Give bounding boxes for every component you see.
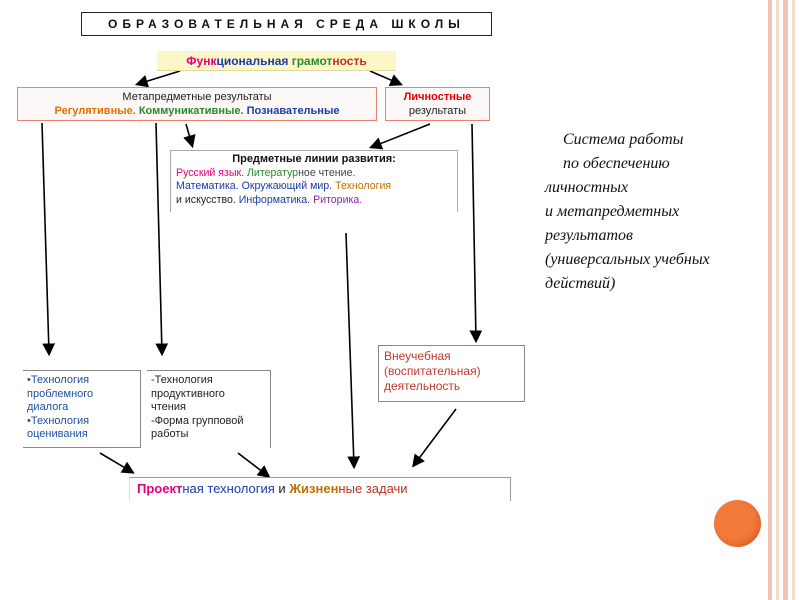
side-line: личностных: [545, 179, 629, 196]
extra-line: (воспитательная): [384, 364, 481, 378]
decor-stripe: [776, 0, 779, 600]
side-line: и метапредметных: [545, 203, 680, 220]
subject-line: Русский язык. Литературное чтение.: [176, 167, 452, 181]
tech-line: чтения: [151, 401, 186, 413]
arrow: [469, 123, 483, 344]
subject-part: ное чтение.: [298, 166, 356, 179]
decor-stripe: [768, 0, 772, 600]
side-line: (универсальных учебных: [545, 251, 710, 268]
side-line: действий): [545, 275, 616, 292]
subject-part: Технология: [335, 180, 392, 192]
functional-part: циональная: [216, 54, 292, 68]
subject-part: и искусство.: [176, 193, 239, 206]
arrow: [99, 452, 135, 474]
cognitive-label: Познавательные: [246, 105, 340, 117]
arrow: [369, 123, 431, 150]
meta-results-box: Метапредметные результаты Регулятивные. …: [17, 87, 377, 121]
personal-results-title: Личностные: [403, 91, 472, 103]
project-part: Проект: [137, 481, 183, 496]
arrow: [369, 70, 403, 87]
subject-part: Окружающий мир.: [241, 180, 336, 192]
page-title: ОБРАЗОВАТЕЛЬНАЯ СРЕДА ШКОЛЫ: [81, 12, 492, 36]
side-line: Система работы: [563, 131, 684, 148]
project-part: и: [278, 481, 290, 496]
side-line: по обеспечению: [563, 155, 670, 172]
personal-results-box: Личностные результаты: [385, 87, 490, 121]
tech-line: •Технология: [27, 414, 90, 427]
arrow: [412, 408, 457, 468]
functional-part: ность: [332, 54, 367, 68]
tech-line: оценивания: [27, 428, 88, 440]
subject-part: Математика.: [176, 180, 242, 192]
tech-line: диалога: [27, 401, 69, 413]
reading-technology-box: -Технология продуктивного чтения -Форма …: [147, 370, 271, 448]
subject-part: Русский язык.: [176, 166, 247, 179]
arrow: [237, 452, 271, 478]
side-description: Система работы по обеспечению личностных…: [545, 128, 760, 296]
decor-stripe: [792, 0, 795, 600]
tech-line: •Технология: [27, 374, 90, 386]
extracurricular-box: Внеучебная (воспитательная) деятельность: [378, 345, 525, 402]
project-part: ные задачи: [338, 481, 408, 496]
extra-line: Внеучебная: [384, 349, 451, 363]
communicative-label: Коммуникативные.: [138, 105, 244, 117]
functional-literacy-box: Функциональная грамотность: [157, 51, 396, 71]
subject-part: Риторика.: [313, 193, 363, 206]
tech-line: проблемного: [27, 387, 94, 400]
arrow: [345, 232, 361, 470]
tech-line: работы: [151, 428, 189, 440]
subject-lines-box: Предметные линии развития: Русский язык.…: [170, 150, 458, 212]
meta-results-types: Регулятивные. Коммуникативные. Познавате…: [18, 104, 376, 118]
project-technology-box: Проектная технология и Жизненные задачи: [129, 477, 511, 501]
functional-part: Функ: [186, 54, 217, 68]
tech-line: -Технология: [151, 374, 213, 386]
project-part: ная технология: [182, 481, 279, 496]
project-part: Жизнен: [289, 481, 339, 496]
subject-part: Информатика.: [238, 193, 314, 206]
arrow: [183, 123, 196, 149]
tech-line: продуктивного: [151, 387, 225, 400]
decorative-circle: [714, 500, 761, 547]
subject-part: Литератур: [246, 166, 299, 179]
arrow: [41, 122, 56, 357]
arrow: [134, 70, 181, 88]
regulative-label: Регулятивные.: [54, 105, 136, 117]
subject-lines-heading: Предметные линии развития:: [232, 153, 396, 165]
meta-results-label: Метапредметные результаты: [122, 91, 272, 103]
functional-part: грамот: [291, 54, 333, 68]
personal-results-subtitle: результаты: [408, 105, 467, 117]
arrow: [155, 122, 169, 357]
subject-line: Математика. Окружающий мир. Технология: [176, 180, 452, 194]
dialogue-technology-box: •Технология проблемного диалога •Техноло…: [23, 370, 141, 448]
side-line: результатов: [545, 227, 633, 244]
decor-stripe: [783, 0, 788, 600]
tech-line: -Форма групповой: [151, 414, 244, 427]
subject-line: и искусство. Информатика. Риторика.: [176, 194, 452, 208]
extra-line: деятельность: [384, 379, 461, 393]
